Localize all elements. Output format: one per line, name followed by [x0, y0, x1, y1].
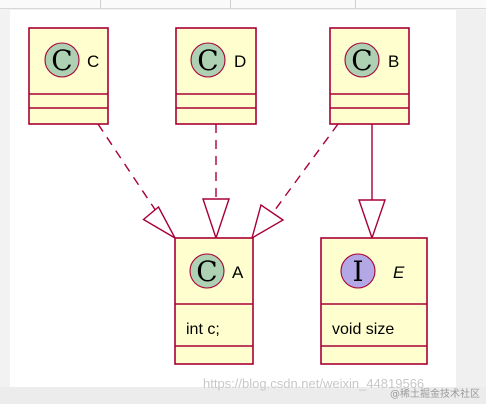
- toolbar-separator: [230, 0, 231, 8]
- toolbar-separator: [100, 0, 101, 8]
- class-stereotype-letter: C: [197, 44, 218, 77]
- right-panel-edge: [456, 10, 486, 387]
- class-stereotype-letter: C: [51, 44, 72, 77]
- relation-d-to-a: [202, 124, 230, 241]
- interface-member: void size: [332, 321, 394, 338]
- class-name: A: [232, 263, 244, 282]
- top-toolbar-edge: [0, 0, 486, 9]
- realization-arrowhead: [142, 205, 177, 240]
- inheritance-arrowhead: [358, 199, 386, 241]
- relation-b-to-a: [250, 123, 339, 240]
- class-name: D: [234, 52, 246, 71]
- realization-arrowhead: [202, 198, 230, 241]
- class-stereotype-letter: C: [196, 255, 217, 288]
- watermark-url: https://blog.csdn.net/weixin_44819566: [203, 376, 424, 391]
- interface-e[interactable]: I E void size: [320, 237, 428, 365]
- bottom-strip: [0, 387, 486, 404]
- relation-b-to-e: [358, 124, 386, 241]
- class-stereotype-letter: C: [351, 44, 372, 77]
- class-c[interactable]: C C: [28, 27, 109, 125]
- class-name: C: [87, 52, 99, 71]
- interface-name: E: [393, 263, 405, 282]
- class-a[interactable]: C A int c;: [174, 237, 254, 365]
- toolbar-separator: [355, 0, 356, 8]
- class-stereotype-icon: [44, 42, 80, 78]
- watermark-badge: @稀土掘金技术社区: [390, 387, 480, 400]
- realization-arrowhead: [250, 203, 285, 240]
- class-b[interactable]: C B: [329, 27, 410, 125]
- interface-stereotype-letter: I: [352, 255, 363, 288]
- class-name: B: [388, 52, 399, 71]
- class-stereotype-icon: [344, 42, 380, 78]
- relation-c-to-a: [97, 123, 177, 240]
- class-d[interactable]: C D: [175, 27, 257, 125]
- class-stereotype-icon: [190, 42, 226, 78]
- class-stereotype-icon: [189, 253, 225, 289]
- interface-stereotype-icon: [340, 253, 376, 289]
- class-member: int c;: [186, 321, 220, 338]
